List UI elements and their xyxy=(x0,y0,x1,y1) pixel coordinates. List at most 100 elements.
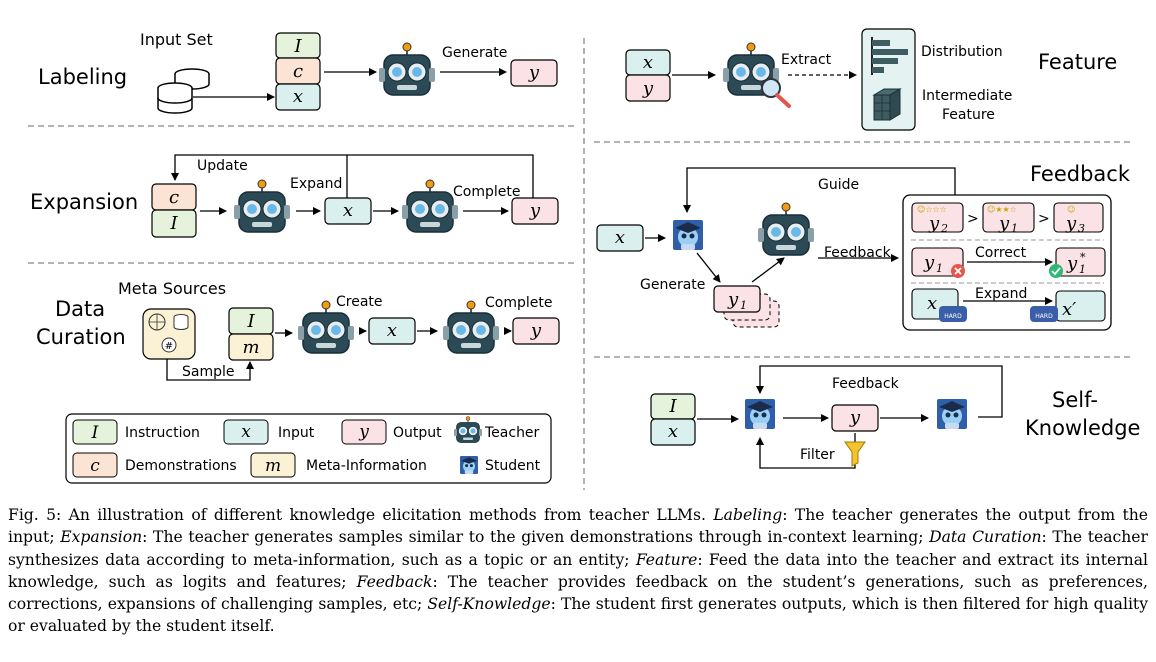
legend xyxy=(65,413,552,484)
filter-icon xyxy=(844,441,866,467)
caption-feature-desc: : Feed the data into the teacher and ext… xyxy=(8,550,1148,591)
legend-input-symbol: x xyxy=(241,422,251,442)
curation-meta-symbol: m xyxy=(242,337,259,358)
hard-badge-2-label: HARD xyxy=(1035,313,1053,320)
caption-self-term: Self-Knowledge xyxy=(427,595,551,614)
curation-complete-label: Complete xyxy=(485,295,552,311)
pref-y3-symbol: y xyxy=(1065,213,1077,234)
input-set-label: Input Set xyxy=(140,30,213,49)
feedback-arrow-label: Feedback xyxy=(824,245,892,261)
hashtag-symbol: # xyxy=(165,341,173,352)
curation-input-box xyxy=(368,317,416,345)
legend-output-swatch xyxy=(341,419,387,445)
legend-meta-symbol: m xyxy=(265,456,281,476)
feedback-student-icon xyxy=(673,220,703,250)
legend-output-label: Output xyxy=(393,425,442,441)
expansion-instr-symbol: I xyxy=(169,213,178,234)
update-label: Update xyxy=(197,158,248,174)
hard-badge-1 xyxy=(939,306,967,322)
legend-input-swatch xyxy=(223,419,269,445)
self-input-symbol: x xyxy=(668,421,678,442)
section-title-expansion: Expansion xyxy=(30,190,138,214)
hashtag-icon xyxy=(161,337,177,353)
filter-label: Filter xyxy=(800,447,835,463)
pref-y1-box xyxy=(982,202,1035,233)
pref-y2-sub: 2 xyxy=(940,222,948,235)
self-student-icon-2 xyxy=(937,399,967,429)
pref-gt-1: > xyxy=(967,211,979,227)
expand-feedback-label: Expand xyxy=(975,286,1027,302)
pref-y2-symbol: y xyxy=(928,213,940,234)
corrected-y1-star: * xyxy=(1080,251,1086,264)
expansion-input-box xyxy=(324,197,372,225)
corrected-y1-box xyxy=(1055,247,1106,277)
caption-feature-term: Feature xyxy=(635,550,698,569)
expansion-input-symbol: x xyxy=(343,200,353,221)
section-title-self-2: Knowledge xyxy=(1025,416,1140,440)
pref-y1-symbol: y xyxy=(998,213,1010,234)
corrected-y1-symbol: y xyxy=(1066,253,1078,274)
caption-curation-desc: : The teacher synthesizes data according… xyxy=(8,528,1148,569)
distribution-icon xyxy=(871,37,908,75)
curation-meta-box xyxy=(228,333,274,361)
pref-y1-rating-icon: ☺★★☆ xyxy=(987,205,1017,214)
magnifier-icon xyxy=(761,78,791,108)
extract-label: Extract xyxy=(781,52,832,68)
feedback-generate-label: Generate xyxy=(640,277,705,293)
expansion-output-box xyxy=(511,197,559,225)
expansion-output-symbol: y xyxy=(529,200,541,221)
caption-labeling-desc: : The teacher generates the output from … xyxy=(8,506,1149,547)
feedback-sample-y1-symbol: y xyxy=(727,289,739,310)
pref-y3-rating-icon: ☺ xyxy=(1067,205,1075,214)
expansion-teacher-icon xyxy=(233,179,291,233)
section-title-feature: Feature xyxy=(1038,50,1117,74)
cube-icon xyxy=(872,88,902,121)
legend-instruction-label: Instruction xyxy=(125,425,200,441)
pref-y2-rating-icon: ☺☆☆☆ xyxy=(917,205,947,214)
caption-labeling-term: Labeling xyxy=(713,506,783,524)
expand-label: Expand xyxy=(290,176,342,192)
expansion-teacher-icon-2 xyxy=(401,179,459,233)
caption-curation-term: Data Curation xyxy=(929,528,1042,547)
self-feedback-label: Feedback xyxy=(832,376,900,392)
distribution-label: Distribution xyxy=(921,44,1003,60)
curation-instr-symbol: I xyxy=(246,311,255,332)
output-symbol: y xyxy=(528,62,540,83)
corrected-y1-sub: 1 xyxy=(1079,263,1086,276)
sample-label: Sample xyxy=(182,364,235,380)
curation-output-symbol: y xyxy=(530,320,542,341)
feedback-input-box xyxy=(596,224,644,252)
hard-badge-1-label: HARD xyxy=(944,313,962,320)
section-title-self-1: Self- xyxy=(1052,388,1098,412)
pref-y3-box xyxy=(1053,202,1104,233)
self-output-symbol: y xyxy=(849,407,861,428)
legend-instruction-swatch xyxy=(72,419,118,445)
correct-y1-box xyxy=(911,247,964,277)
legend-input-label: Input xyxy=(278,425,315,441)
curation-input-symbol: x xyxy=(387,320,397,341)
expand-xprime-symbol: x′ xyxy=(1062,299,1076,320)
feature-input-symbol: x xyxy=(643,52,653,73)
input-box xyxy=(275,83,321,111)
pref-y2-box xyxy=(911,202,964,233)
legend-student-icon xyxy=(460,456,478,474)
section-title-curation-2: Curation xyxy=(36,325,126,349)
self-output-box xyxy=(831,404,879,432)
guide-label: Guide xyxy=(818,177,859,193)
expansion-instr-box xyxy=(151,209,197,238)
globe-icon xyxy=(148,313,166,331)
legend-output-symbol: y xyxy=(358,422,369,442)
feedback-sample-y1 xyxy=(713,285,761,313)
legend-student-label: Student xyxy=(485,458,541,474)
feedback-teacher-icon xyxy=(757,202,815,256)
pref-y3-sub: 3 xyxy=(1078,222,1085,235)
hard-badge-2 xyxy=(1030,306,1058,322)
self-input-box xyxy=(650,418,696,446)
complete-label: Complete xyxy=(453,184,520,200)
self-instr-symbol: I xyxy=(668,396,677,417)
caption-fig: Fig. 5: An illustration of different kno… xyxy=(8,506,714,524)
legend-meta-swatch xyxy=(250,452,296,478)
intermediate-label-2: Feature xyxy=(942,107,995,123)
feature-output-box xyxy=(625,74,671,102)
